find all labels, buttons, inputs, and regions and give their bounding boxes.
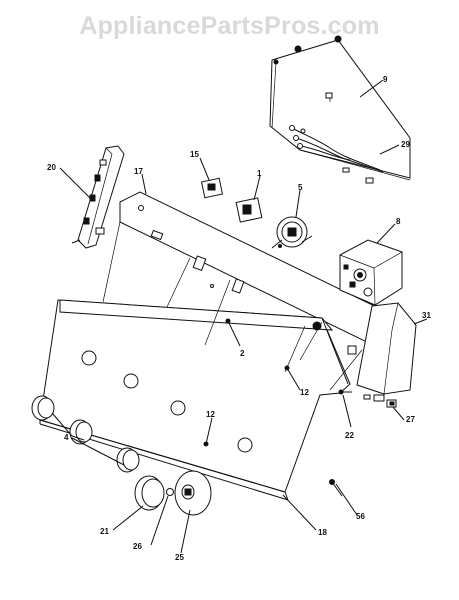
callout-5: 5: [298, 183, 303, 192]
callout-18: 18: [318, 528, 327, 537]
callout-2: 2: [240, 349, 245, 358]
knob-part-2: [69, 419, 93, 445]
callout-31: 31: [422, 311, 431, 320]
leader-lines: [51, 79, 428, 554]
callout-9: 9: [383, 75, 388, 84]
switch-component-15: [200, 177, 224, 199]
callout-56: 56: [356, 512, 365, 521]
screw-56: [329, 479, 343, 497]
callout-12-a: 12: [300, 388, 309, 397]
right-end-cap-part: [356, 302, 417, 402]
callout-8: 8: [396, 217, 401, 226]
callout-26: 26: [133, 542, 142, 551]
callout-17: 17: [134, 167, 143, 176]
spring-clip-part: [166, 488, 174, 496]
callout-29: 29: [401, 140, 410, 149]
timer-part: [339, 239, 403, 306]
callout-21: 21: [100, 527, 109, 536]
switch-component-1: [235, 197, 263, 223]
dial-skirt-part: [174, 470, 212, 516]
callout-1: 1: [257, 169, 262, 178]
callout-27: 27: [406, 415, 415, 424]
back-cover-part: [269, 35, 411, 181]
callout-25: 25: [175, 553, 184, 562]
knob-part-3: [116, 447, 140, 473]
screw-22: [338, 389, 352, 395]
callout-15: 15: [190, 150, 199, 159]
callout-labels: 9 29 20 15 17 1 5 8 31 2 12 12 22 27 4 5…: [47, 75, 431, 562]
timer-knob-part: [134, 475, 165, 511]
knob-part-1: [31, 395, 55, 421]
assembly-lines: [102, 221, 363, 391]
callout-20: 20: [47, 163, 56, 172]
callout-22: 22: [345, 431, 354, 440]
selector-switch-part: [271, 216, 313, 249]
left-end-bracket-part: [71, 145, 125, 249]
front-console-panel-part: [39, 299, 351, 501]
callout-12-b: 12: [206, 410, 215, 419]
wire-harness-part: [289, 125, 384, 184]
callout-4: 4: [64, 433, 69, 442]
clip-27: [386, 399, 397, 408]
watermark: AppliancePartsPros.com: [79, 12, 380, 40]
